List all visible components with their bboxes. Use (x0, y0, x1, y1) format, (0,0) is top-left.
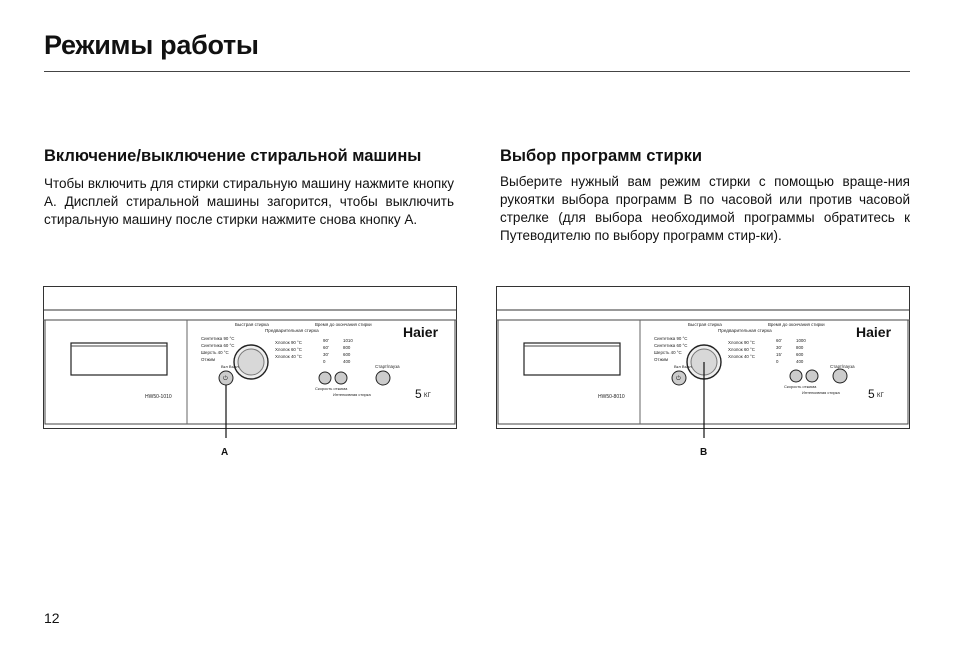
time-value: 90' (323, 338, 329, 343)
control-panel-left: Быстрая стирка Предварительная стирка Си… (43, 286, 457, 458)
program-label: Хлопок 90 °C (275, 340, 302, 345)
time-value: 1000 (796, 338, 806, 343)
time-value: 30' (776, 345, 782, 350)
program-label: Отжим (201, 357, 215, 362)
time-value: 800 (796, 345, 804, 350)
capacity-number: 5 (868, 387, 875, 401)
title-divider (44, 71, 910, 72)
callout-a: A (221, 447, 228, 458)
power-button (671, 370, 687, 386)
callout-b: B (700, 447, 707, 458)
time-value: 60' (323, 345, 329, 350)
intensive-wash-button (334, 371, 348, 385)
control-panel-right: Быстрая стирка Предварительная стирка Си… (496, 286, 910, 458)
time-value: 600 (343, 352, 351, 357)
time-value: 0 (776, 359, 779, 364)
program-label: Хлопок 60 °C (275, 347, 302, 352)
spin-speed-button (318, 371, 332, 385)
section-power: Включение/выключение стиральной машины Ч… (44, 147, 454, 229)
spin-label: Скорость отжима (784, 384, 817, 389)
start-label: Старт/пауза (375, 364, 400, 369)
section-program-heading: Выбор программ стирки (500, 147, 703, 165)
brand-logo: Haier (856, 324, 892, 340)
time-value: 600 (796, 352, 804, 357)
capacity-unit: КГ (424, 393, 431, 399)
time-value: 800 (343, 345, 351, 350)
brand-logo: Haier (403, 324, 439, 340)
start-pause-button (375, 370, 391, 386)
time-value: 15' (776, 352, 782, 357)
program-label: Шерсть 40 °C (654, 350, 682, 355)
capacity-unit: КГ (877, 393, 884, 399)
intensive-wash-button (805, 369, 819, 383)
quick-wash-label: Быстрая стирка (688, 322, 722, 327)
spin-speed-button (789, 369, 803, 383)
program-label: Хлопок 60 °C (728, 347, 755, 352)
program-label: Хлопок 40 °C (728, 354, 755, 359)
section-program: Выбор программ стирки Выберите нужный ва… (500, 147, 910, 245)
program-label: Синтетика 90 °C (654, 336, 687, 341)
prewash-label: Предварительная стирка (718, 328, 772, 333)
program-label: Синтетика 60 °C (201, 343, 234, 348)
spin-label: Скорость отжима (315, 386, 348, 391)
power-label: Вкл Выкл (674, 364, 692, 369)
time-value: 0 (323, 359, 326, 364)
power-label: Вкл Выкл (221, 364, 239, 369)
svg-text:⏻: ⏻ (676, 375, 681, 382)
start-label: Старт/пауза (830, 364, 855, 369)
time-value: 30' (323, 352, 329, 357)
section-power-heading: Включение/выключение стиральной машины (44, 147, 422, 165)
section-program-text: Выберите нужный вам режим стирки с помощ… (500, 174, 910, 243)
program-label: Синтетика 90 °C (201, 336, 234, 341)
page-title: Режимы работы (44, 30, 259, 60)
detergent-drawer (523, 342, 621, 376)
intensive-label: Интенсивная стирка (802, 390, 841, 395)
time-heading: Время до окончания стирки (315, 322, 372, 327)
intensive-label: Интенсивная стирка (333, 392, 372, 397)
program-label: Шерсть 40 °C (201, 350, 229, 355)
svg-text:⏻: ⏻ (223, 375, 228, 382)
section-power-text: Чтобы включить для стирки стиральную маш… (44, 176, 454, 227)
time-heading: Время до окончания стирки (768, 322, 825, 327)
time-value: 1010 (343, 338, 353, 343)
prewash-label: Предварительная стирка (265, 328, 319, 333)
time-value: 400 (343, 359, 351, 364)
start-pause-button (832, 368, 848, 384)
time-value: 400 (796, 359, 804, 364)
model-label: HW50-1010 (145, 394, 172, 400)
time-value: 60' (776, 338, 782, 343)
program-label: Отжим (654, 357, 668, 362)
quick-wash-label: Быстрая стирка (235, 322, 269, 327)
capacity-number: 5 (415, 387, 422, 401)
page-number: 12 (44, 610, 60, 626)
program-label: Хлопок 40 °C (275, 354, 302, 359)
program-label: Хлопок 90 °C (728, 340, 755, 345)
model-label: HW50-8010 (598, 394, 625, 400)
detergent-drawer (70, 342, 168, 376)
program-label: Синтетика 60 °C (654, 343, 687, 348)
